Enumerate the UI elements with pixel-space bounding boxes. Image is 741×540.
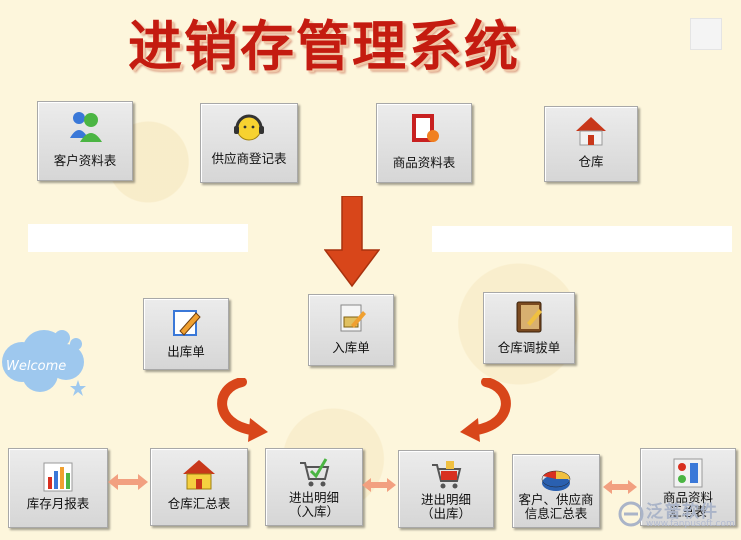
notebook-icon xyxy=(516,301,542,333)
settings-tools-icon xyxy=(673,458,703,488)
stock-out-order-button[interactable]: 出库单 xyxy=(143,298,229,370)
in-out-detail-out-label-2: （出库） xyxy=(420,506,471,521)
warehouse-button[interactable]: 仓库 xyxy=(544,106,638,182)
welcome-text: Welcome xyxy=(6,359,66,374)
product-summary-label-1: 商品资料 xyxy=(662,490,713,505)
in-out-detail-out-label-1: 进出明细 xyxy=(420,492,471,507)
watermark-text: 泛普软件 xyxy=(646,502,718,522)
document-edit-icon xyxy=(340,304,366,332)
corner-widget xyxy=(690,18,722,50)
warehouse-summary-label: 仓库汇总表 xyxy=(167,496,231,511)
bar-chart-icon xyxy=(43,462,73,492)
warehouse-house-icon xyxy=(183,460,215,490)
product-summary-button[interactable]: 商品资料 汇总表 xyxy=(640,448,736,526)
blank-strip-right xyxy=(432,226,732,252)
monthly-stock-report-button[interactable]: 库存月报表 xyxy=(8,448,108,528)
customer-table-button[interactable]: 客户资料表 xyxy=(37,101,133,181)
customer-supplier-summary-button[interactable]: 客户、供应商 信息汇总表 xyxy=(512,454,600,528)
page-title: 进销存管理系统 xyxy=(128,14,520,78)
product-summary-label-2: 汇总表 xyxy=(669,504,707,519)
warehouse-transfer-button[interactable]: 仓库调拔单 xyxy=(483,292,575,364)
customer-supplier-summary-label-1: 客户、供应商 xyxy=(518,492,594,507)
stock-in-order-label: 入库单 xyxy=(332,340,370,355)
product-table-button[interactable]: 商品资料表 xyxy=(376,103,472,183)
blank-strip-left xyxy=(28,224,248,252)
curved-arrow-right xyxy=(460,378,511,442)
cart-icon xyxy=(432,461,462,489)
customer-table-label: 客户资料表 xyxy=(53,153,117,168)
customer-supplier-summary-label-2: 信息汇总表 xyxy=(524,506,588,521)
stock-in-order-button[interactable]: 入库单 xyxy=(308,294,394,366)
warehouse-transfer-label: 仓库调拔单 xyxy=(497,340,561,355)
watermark-url: www.fanpusoft.com xyxy=(646,519,735,529)
product-box-icon xyxy=(412,114,439,142)
monthly-stock-report-label: 库存月报表 xyxy=(26,496,90,511)
warehouse-label: 仓库 xyxy=(578,154,604,169)
headset-icon xyxy=(234,114,264,141)
stock-out-order-label: 出库单 xyxy=(167,344,205,359)
welcome-cloud-icon: Welcome xyxy=(2,330,86,396)
product-table-label: 商品资料表 xyxy=(392,155,456,170)
in-out-detail-in-label-2: （入库） xyxy=(288,504,339,519)
in-out-detail-in-button[interactable]: 进出明细 （入库） xyxy=(265,448,363,526)
watermark: 泛普软件 www.fanpusoft.com xyxy=(616,497,736,537)
watermark-logo-icon xyxy=(618,501,644,527)
supplier-register-label: 供应商登记表 xyxy=(211,151,287,166)
cart-check-icon xyxy=(300,458,330,487)
in-out-detail-in-label-1: 进出明细 xyxy=(288,490,339,505)
warehouse-summary-button[interactable]: 仓库汇总表 xyxy=(150,448,248,526)
pencil-note-icon xyxy=(173,310,201,336)
down-arrow xyxy=(324,196,380,288)
double-arrow-connector-3 xyxy=(603,480,637,494)
pie-chart-icon xyxy=(541,470,571,491)
house-icon xyxy=(576,117,606,146)
curved-arrow-left xyxy=(217,378,268,442)
supplier-register-button[interactable]: 供应商登记表 xyxy=(200,103,298,183)
double-arrow-connector-1 xyxy=(108,474,148,490)
double-arrow-connector-2 xyxy=(362,478,396,492)
in-out-detail-out-button[interactable]: 进出明细 （出库） xyxy=(398,450,494,528)
users-icon xyxy=(70,112,102,142)
